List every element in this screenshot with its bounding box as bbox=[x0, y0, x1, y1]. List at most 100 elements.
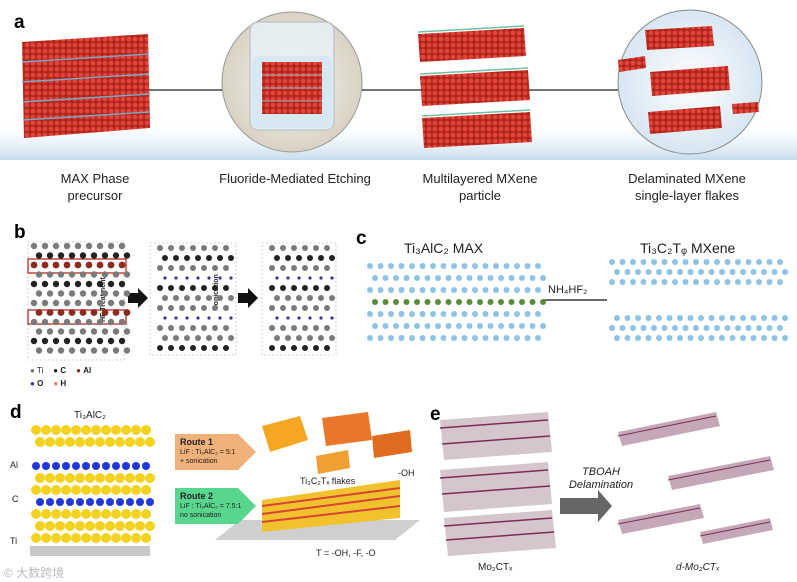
lattice-atom bbox=[307, 255, 313, 261]
lattice-atom bbox=[162, 255, 168, 261]
lattice-atom bbox=[85, 280, 93, 288]
ti3alc2-atom bbox=[81, 509, 91, 519]
mxene-atom bbox=[766, 325, 773, 331]
lattice-atom bbox=[57, 328, 65, 335]
max-atom bbox=[367, 311, 373, 317]
mxene-atom bbox=[614, 315, 620, 321]
lattice-atom bbox=[324, 345, 330, 351]
mxene-atom bbox=[624, 315, 631, 321]
max-atom bbox=[493, 311, 499, 317]
max-atom bbox=[477, 299, 483, 305]
lattice-atom bbox=[123, 252, 131, 259]
max-atom bbox=[388, 263, 394, 269]
lattice-atom bbox=[201, 345, 207, 351]
mxene-atom bbox=[624, 269, 631, 275]
label-al: Al bbox=[10, 460, 19, 470]
mxene-atom bbox=[656, 269, 662, 275]
lattice-atom bbox=[41, 261, 49, 269]
lattice-atom bbox=[313, 285, 319, 291]
mxene-atom bbox=[708, 315, 715, 321]
lattice-atom bbox=[319, 316, 323, 320]
lattice-atom bbox=[190, 325, 196, 331]
mxene-atom bbox=[619, 279, 626, 285]
lattice-atom bbox=[107, 299, 115, 307]
max-atom bbox=[367, 287, 373, 293]
ti3alc2-atom bbox=[121, 533, 131, 543]
lattice-atom bbox=[291, 305, 297, 311]
max-atom bbox=[419, 287, 426, 293]
t-definition: T = -OH, -F, -O bbox=[316, 548, 376, 558]
mxene-atom bbox=[609, 325, 615, 331]
max-atom bbox=[398, 263, 405, 269]
lattice-atom bbox=[280, 345, 286, 351]
ti3alc2-atom bbox=[121, 425, 131, 435]
max-atom bbox=[435, 323, 441, 329]
lattice-atom bbox=[41, 280, 49, 288]
panel-b-lattices bbox=[27, 241, 337, 361]
lattice-atom bbox=[112, 309, 120, 316]
lattice-atom bbox=[35, 309, 43, 316]
lattice-atom bbox=[63, 242, 71, 250]
lattice-atom bbox=[163, 276, 167, 280]
lattice-atom bbox=[302, 265, 308, 271]
max-atom bbox=[393, 275, 399, 281]
max-atom bbox=[461, 335, 468, 341]
mxene-atom bbox=[609, 259, 615, 265]
lattice-atom bbox=[228, 295, 234, 301]
lattice-atom bbox=[302, 305, 308, 311]
max-atom bbox=[388, 287, 394, 293]
lattice-atom bbox=[68, 252, 76, 259]
ti3alc2-atom bbox=[61, 425, 71, 435]
legend-c: ● C bbox=[53, 366, 67, 375]
mxene-atom bbox=[708, 269, 715, 275]
max-atom bbox=[514, 335, 520, 341]
lattice-atom bbox=[68, 347, 76, 354]
lattice-atom bbox=[118, 242, 126, 250]
max-atom bbox=[451, 311, 457, 317]
max-atom bbox=[367, 263, 373, 269]
max-atom bbox=[472, 263, 478, 269]
mxene-atom bbox=[682, 325, 689, 331]
lattice-atom bbox=[324, 265, 330, 271]
ti3alc2-atom bbox=[91, 533, 101, 543]
max-atom bbox=[414, 275, 420, 281]
mxene-atom bbox=[666, 315, 673, 321]
lattice-atom bbox=[217, 255, 223, 261]
max-atom bbox=[398, 311, 405, 317]
mxene-atom bbox=[782, 269, 788, 275]
lattice-atom bbox=[285, 335, 291, 341]
lattice-atom bbox=[52, 299, 60, 307]
lattice-atom bbox=[297, 316, 301, 320]
max-atom bbox=[424, 323, 431, 329]
mxene-atom bbox=[619, 325, 626, 331]
ti3alc2-atom bbox=[95, 521, 105, 531]
mxene-atom bbox=[771, 269, 778, 275]
lattice-atom bbox=[157, 345, 163, 351]
lattice-atom bbox=[57, 252, 65, 259]
mxene-atom bbox=[672, 325, 678, 331]
mxene-atom bbox=[687, 269, 694, 275]
mxene-atom bbox=[640, 279, 647, 285]
mxene-atom bbox=[666, 269, 673, 275]
max-atom bbox=[498, 275, 504, 281]
max-atom bbox=[482, 311, 489, 317]
ti3alc2-atom bbox=[131, 533, 141, 543]
mxene-atom bbox=[635, 269, 641, 275]
lattice-atom bbox=[30, 280, 38, 288]
lattice-atom bbox=[319, 276, 323, 280]
legend-ti: ● Ti bbox=[30, 366, 44, 375]
max-atom bbox=[451, 335, 457, 341]
mxene-atom bbox=[740, 335, 746, 341]
max-atom bbox=[409, 335, 415, 341]
lattice-atom bbox=[229, 276, 233, 280]
max-atom bbox=[419, 335, 426, 341]
lattice-atom bbox=[190, 265, 196, 271]
lattice-atom bbox=[168, 265, 174, 271]
lattice-atom bbox=[46, 309, 54, 316]
lattice-atom bbox=[30, 299, 38, 307]
lattice-atom bbox=[96, 299, 104, 307]
ti3alc2-atom bbox=[71, 485, 81, 495]
lattice-atom bbox=[307, 295, 313, 301]
mxene-atom bbox=[719, 269, 725, 275]
max-atom bbox=[535, 311, 541, 317]
